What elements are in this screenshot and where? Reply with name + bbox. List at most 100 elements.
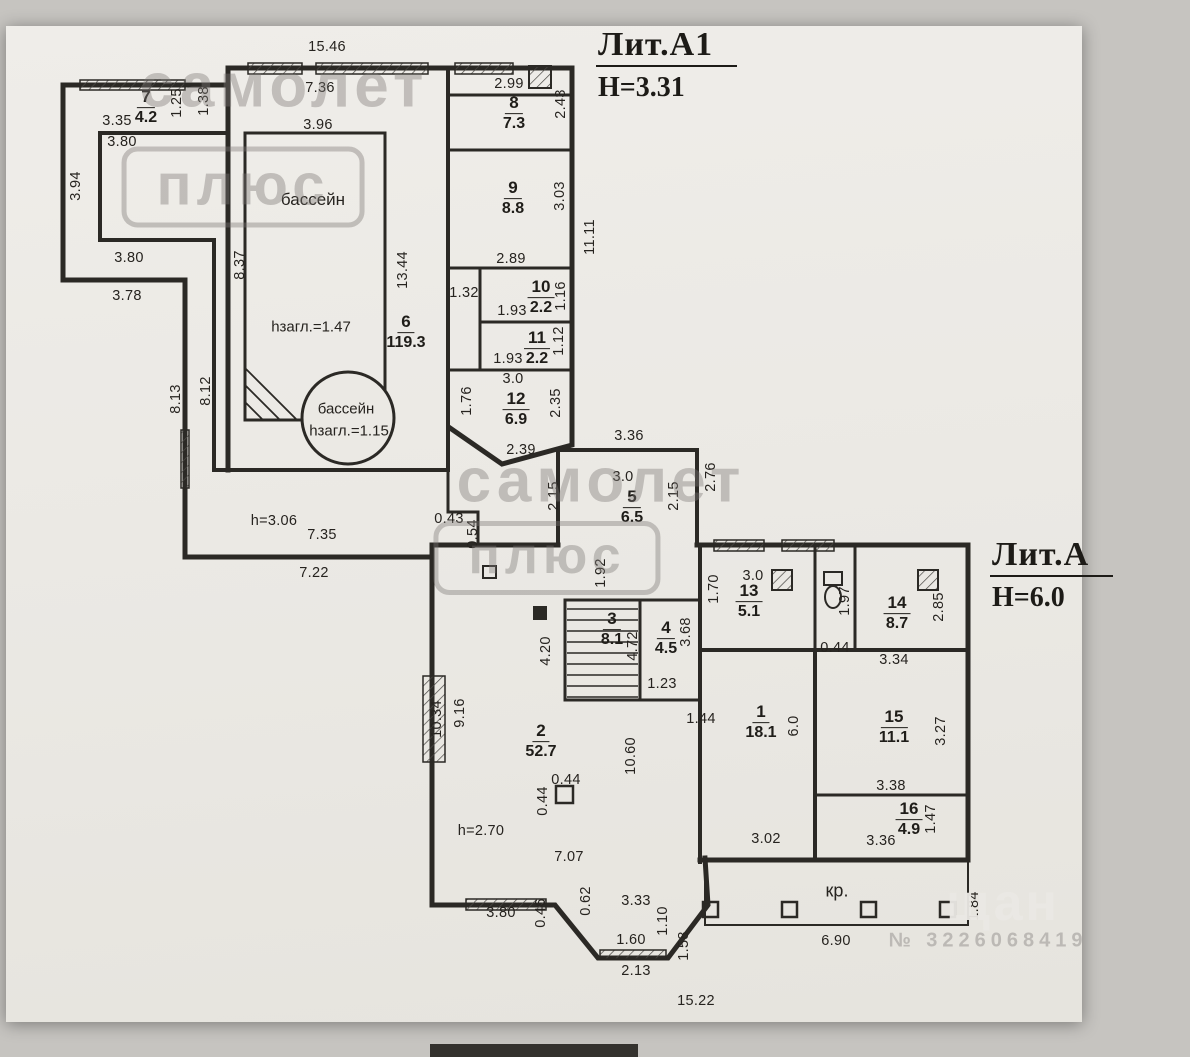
- room-number: 6: [397, 312, 415, 333]
- room-number: 9: [504, 178, 522, 199]
- toilet-icon: [823, 571, 843, 609]
- watermark: № 3226068419: [888, 929, 1088, 952]
- section-height-litA: Н=6.0: [992, 582, 1065, 613]
- room-number: 15: [880, 707, 908, 728]
- watermark: плюс: [433, 521, 661, 595]
- room-area: 2.2: [525, 349, 549, 367]
- dimension-label: 3.38: [876, 778, 906, 794]
- room-number: 7: [137, 87, 155, 108]
- dimension-label: 3.34: [879, 652, 909, 668]
- dimension-label: 1.44: [686, 711, 716, 727]
- pool: [243, 131, 396, 466]
- dimension-label: h=2.70: [457, 823, 505, 839]
- dimension-label: 3.36: [866, 833, 896, 849]
- dimension-label: 3.36: [614, 428, 644, 444]
- dimension-label: 3.0: [612, 469, 634, 485]
- annotation-label: кр.: [825, 880, 849, 901]
- dimension-label: 7.22: [299, 565, 329, 581]
- room-area: 11.1: [878, 728, 910, 746]
- dimension-label: h=3.06: [250, 513, 298, 529]
- room-area: 4.9: [897, 820, 921, 838]
- watermark: самолет: [456, 446, 746, 516]
- dimension-label: 1.32: [449, 285, 479, 301]
- room-number: 12: [502, 389, 530, 410]
- staircase: [563, 598, 702, 702]
- dimension-label: 3.96: [303, 117, 333, 133]
- dimension-label: 3.80: [486, 905, 516, 921]
- room-area: 7.3: [502, 114, 526, 132]
- room-number: 13: [735, 581, 763, 602]
- room-number: 10: [527, 277, 555, 298]
- next-page-edge: [430, 1044, 638, 1057]
- room-number: 1: [752, 702, 770, 723]
- dimension-label: 3.02: [751, 831, 781, 847]
- dimension-label: 0.44: [820, 640, 850, 656]
- room-area: 18.1: [745, 723, 777, 741]
- dimension-label: 15.22: [677, 993, 715, 1009]
- dimension-label: 3.0: [742, 568, 764, 584]
- dimension-label: 3.33: [621, 893, 651, 909]
- room-area: 8.1: [600, 630, 624, 648]
- room-area: 6.5: [620, 508, 644, 526]
- room-area: 2.2: [529, 298, 553, 316]
- dimension-label: 3.80: [107, 134, 137, 150]
- dimension-label: 2.39: [506, 442, 536, 458]
- annotation-label: бассейн: [317, 400, 375, 418]
- watermark: плюс: [121, 146, 365, 228]
- dimension-label: 1.93: [497, 303, 527, 319]
- round-pool: [300, 370, 396, 466]
- dimension-label: 2.99: [494, 76, 524, 92]
- column-icons: [482, 565, 575, 805]
- dimension-label: 15.46: [308, 39, 346, 55]
- section-title-litA: Лит.А: [990, 536, 1114, 577]
- dimension-label: 3.78: [112, 288, 142, 304]
- dimension-label: 2.89: [496, 251, 526, 267]
- dimension-label: 7.36: [305, 80, 335, 96]
- dimension-label: 3.35: [102, 113, 132, 129]
- room-area: 4.2: [134, 108, 158, 126]
- room-number: 8: [505, 93, 523, 114]
- room-number: 14: [883, 593, 911, 614]
- room-area: 8.7: [885, 614, 909, 632]
- section-height-litA1: Н=3.31: [598, 72, 685, 103]
- room-number: 4: [657, 618, 675, 639]
- section-title-litA1: Лит.А1: [596, 26, 738, 67]
- room-area: 5.1: [737, 602, 761, 620]
- dimension-label: 1.23: [647, 676, 677, 692]
- porch: [701, 859, 969, 926]
- room-area: 6.9: [504, 410, 528, 428]
- annotation-label: hзагл.=1.15: [309, 422, 389, 440]
- section-header-litA1: Лит.А1 Н=3.31: [596, 26, 738, 104]
- dimension-label: 7.35: [307, 527, 337, 543]
- room-number: 2: [532, 721, 550, 742]
- dimension-label: 7.07: [554, 849, 584, 865]
- dimension-label: 3.0: [502, 371, 524, 387]
- watermark: самолет: [139, 51, 429, 121]
- room-area: 52.7: [525, 742, 557, 760]
- annotation-label: hзагл.=1.47: [271, 318, 351, 336]
- dimension-label: 1.93: [493, 351, 523, 367]
- room-number: 3: [603, 609, 621, 630]
- section-header-litA: Лит.А Н=6.0: [990, 536, 1114, 614]
- dimension-label: 2.13: [621, 963, 651, 979]
- vent-shaft-icons: [528, 65, 939, 591]
- room-area: 4.5: [654, 639, 678, 657]
